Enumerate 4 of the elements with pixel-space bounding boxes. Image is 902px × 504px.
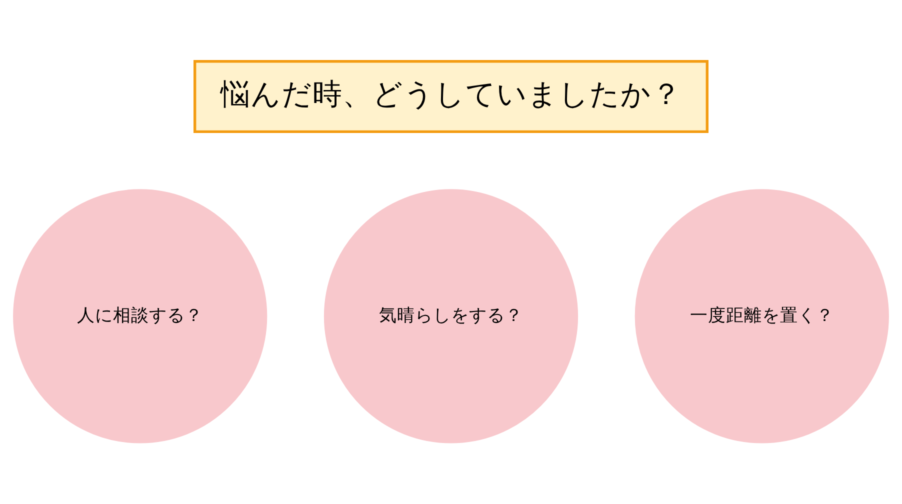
node-circle: 人に相談する？ [13,189,268,444]
node-circle: 一度距離を置く？ [634,189,889,444]
node-circle: 気晴らしをする？ [324,189,578,444]
node-box: 悩んだ時、どうしていましたか？ [194,60,708,134]
